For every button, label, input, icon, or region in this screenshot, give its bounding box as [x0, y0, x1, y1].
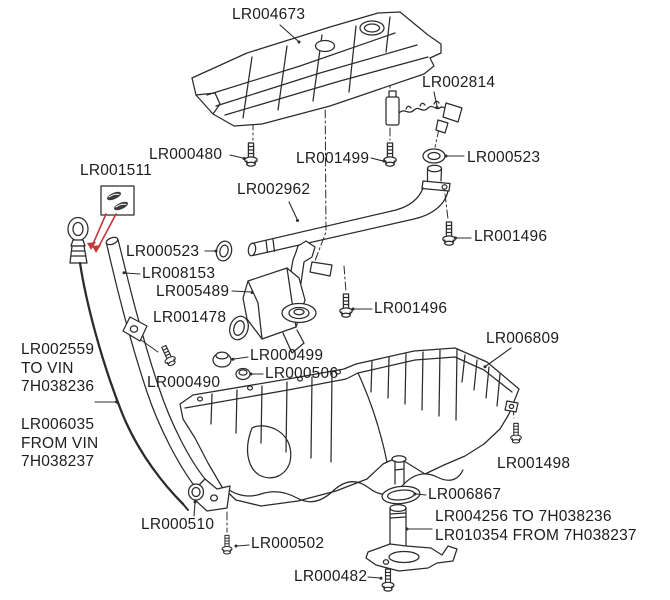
part-label-lr000480: LR000480	[149, 146, 223, 163]
dipstick-tube-art	[105, 236, 231, 512]
part-label-lr001496: LR001496	[474, 228, 548, 245]
dipstick-art	[67, 216, 189, 511]
part-label-lr000523: LR000523	[467, 149, 541, 166]
support-bracket-art	[242, 240, 333, 354]
plug-art	[212, 351, 232, 368]
part-label-lr006809: LR006809	[486, 330, 560, 347]
bolt-lr000502-art	[221, 534, 233, 555]
engine-cover-art	[191, 11, 442, 127]
part-label-lr001511: LR001511	[80, 162, 152, 179]
harness-bracket-art	[385, 90, 463, 134]
part-label-lr001498: LR001498	[497, 455, 571, 472]
oring-lr000523-top-art	[422, 148, 446, 164]
leader-lines	[94, 24, 512, 580]
seal-kit-box-art	[100, 185, 135, 216]
bolt-lr001499-art	[383, 142, 397, 167]
part-label-lr000523-2: LR000523	[126, 243, 200, 260]
oring-lr000510-art	[187, 483, 205, 501]
bolt-lr001496-lower-art	[339, 293, 353, 318]
oil-pipe-art	[247, 164, 451, 257]
oring-lr000523-pipe-art	[215, 240, 233, 262]
part-label-lr004673: LR004673	[232, 6, 306, 23]
part-label-lr004256-vin-range: LR004256 TO 7H038236	[435, 508, 612, 525]
red-pointer-arrows	[87, 213, 117, 253]
part-label-lr000510: LR000510	[141, 516, 215, 533]
part-label-lr000482: LR000482	[294, 568, 368, 585]
oring-lr001478-art	[229, 315, 249, 341]
part-label-lr000490: LR000490	[147, 374, 221, 391]
part-label-lr000502: LR000502	[251, 535, 325, 552]
part-label-lr001496-2: LR001496	[374, 300, 448, 317]
part-label-lr006035-vin-range: LR006035 FROM VIN 7H038237	[21, 416, 99, 470]
part-label-lr010354-vin-range: LR010354 FROM 7H038237	[435, 527, 637, 544]
bolt-lr000482-art	[381, 568, 395, 592]
bolt-lr000490-art	[158, 343, 178, 368]
part-label-lr000499: LR000499	[250, 347, 324, 364]
bolt-lr001498-art	[510, 422, 522, 444]
part-label-lr006867: LR006867	[428, 486, 502, 503]
part-label-lr002814: LR002814	[422, 74, 496, 91]
part-label-lr005489: LR005489	[156, 283, 230, 300]
pickup-tube-art	[365, 503, 458, 572]
part-label-lr000506: LR000506	[265, 365, 339, 382]
part-label-lr008153: LR008153	[142, 265, 216, 282]
bolt-lr000480-art	[244, 142, 258, 167]
seal-washer-art	[235, 367, 251, 381]
bolt-lr001496-upper-art	[442, 221, 456, 246]
part-label-lr002559-vin-range: LR002559 TO VIN 7H038236	[21, 341, 95, 395]
part-label-lr002962: LR002962	[237, 181, 311, 198]
oil-pan-art	[179, 347, 520, 507]
part-label-lr001499: LR001499	[296, 150, 370, 167]
part-label-lr001478: LR001478	[153, 309, 227, 326]
